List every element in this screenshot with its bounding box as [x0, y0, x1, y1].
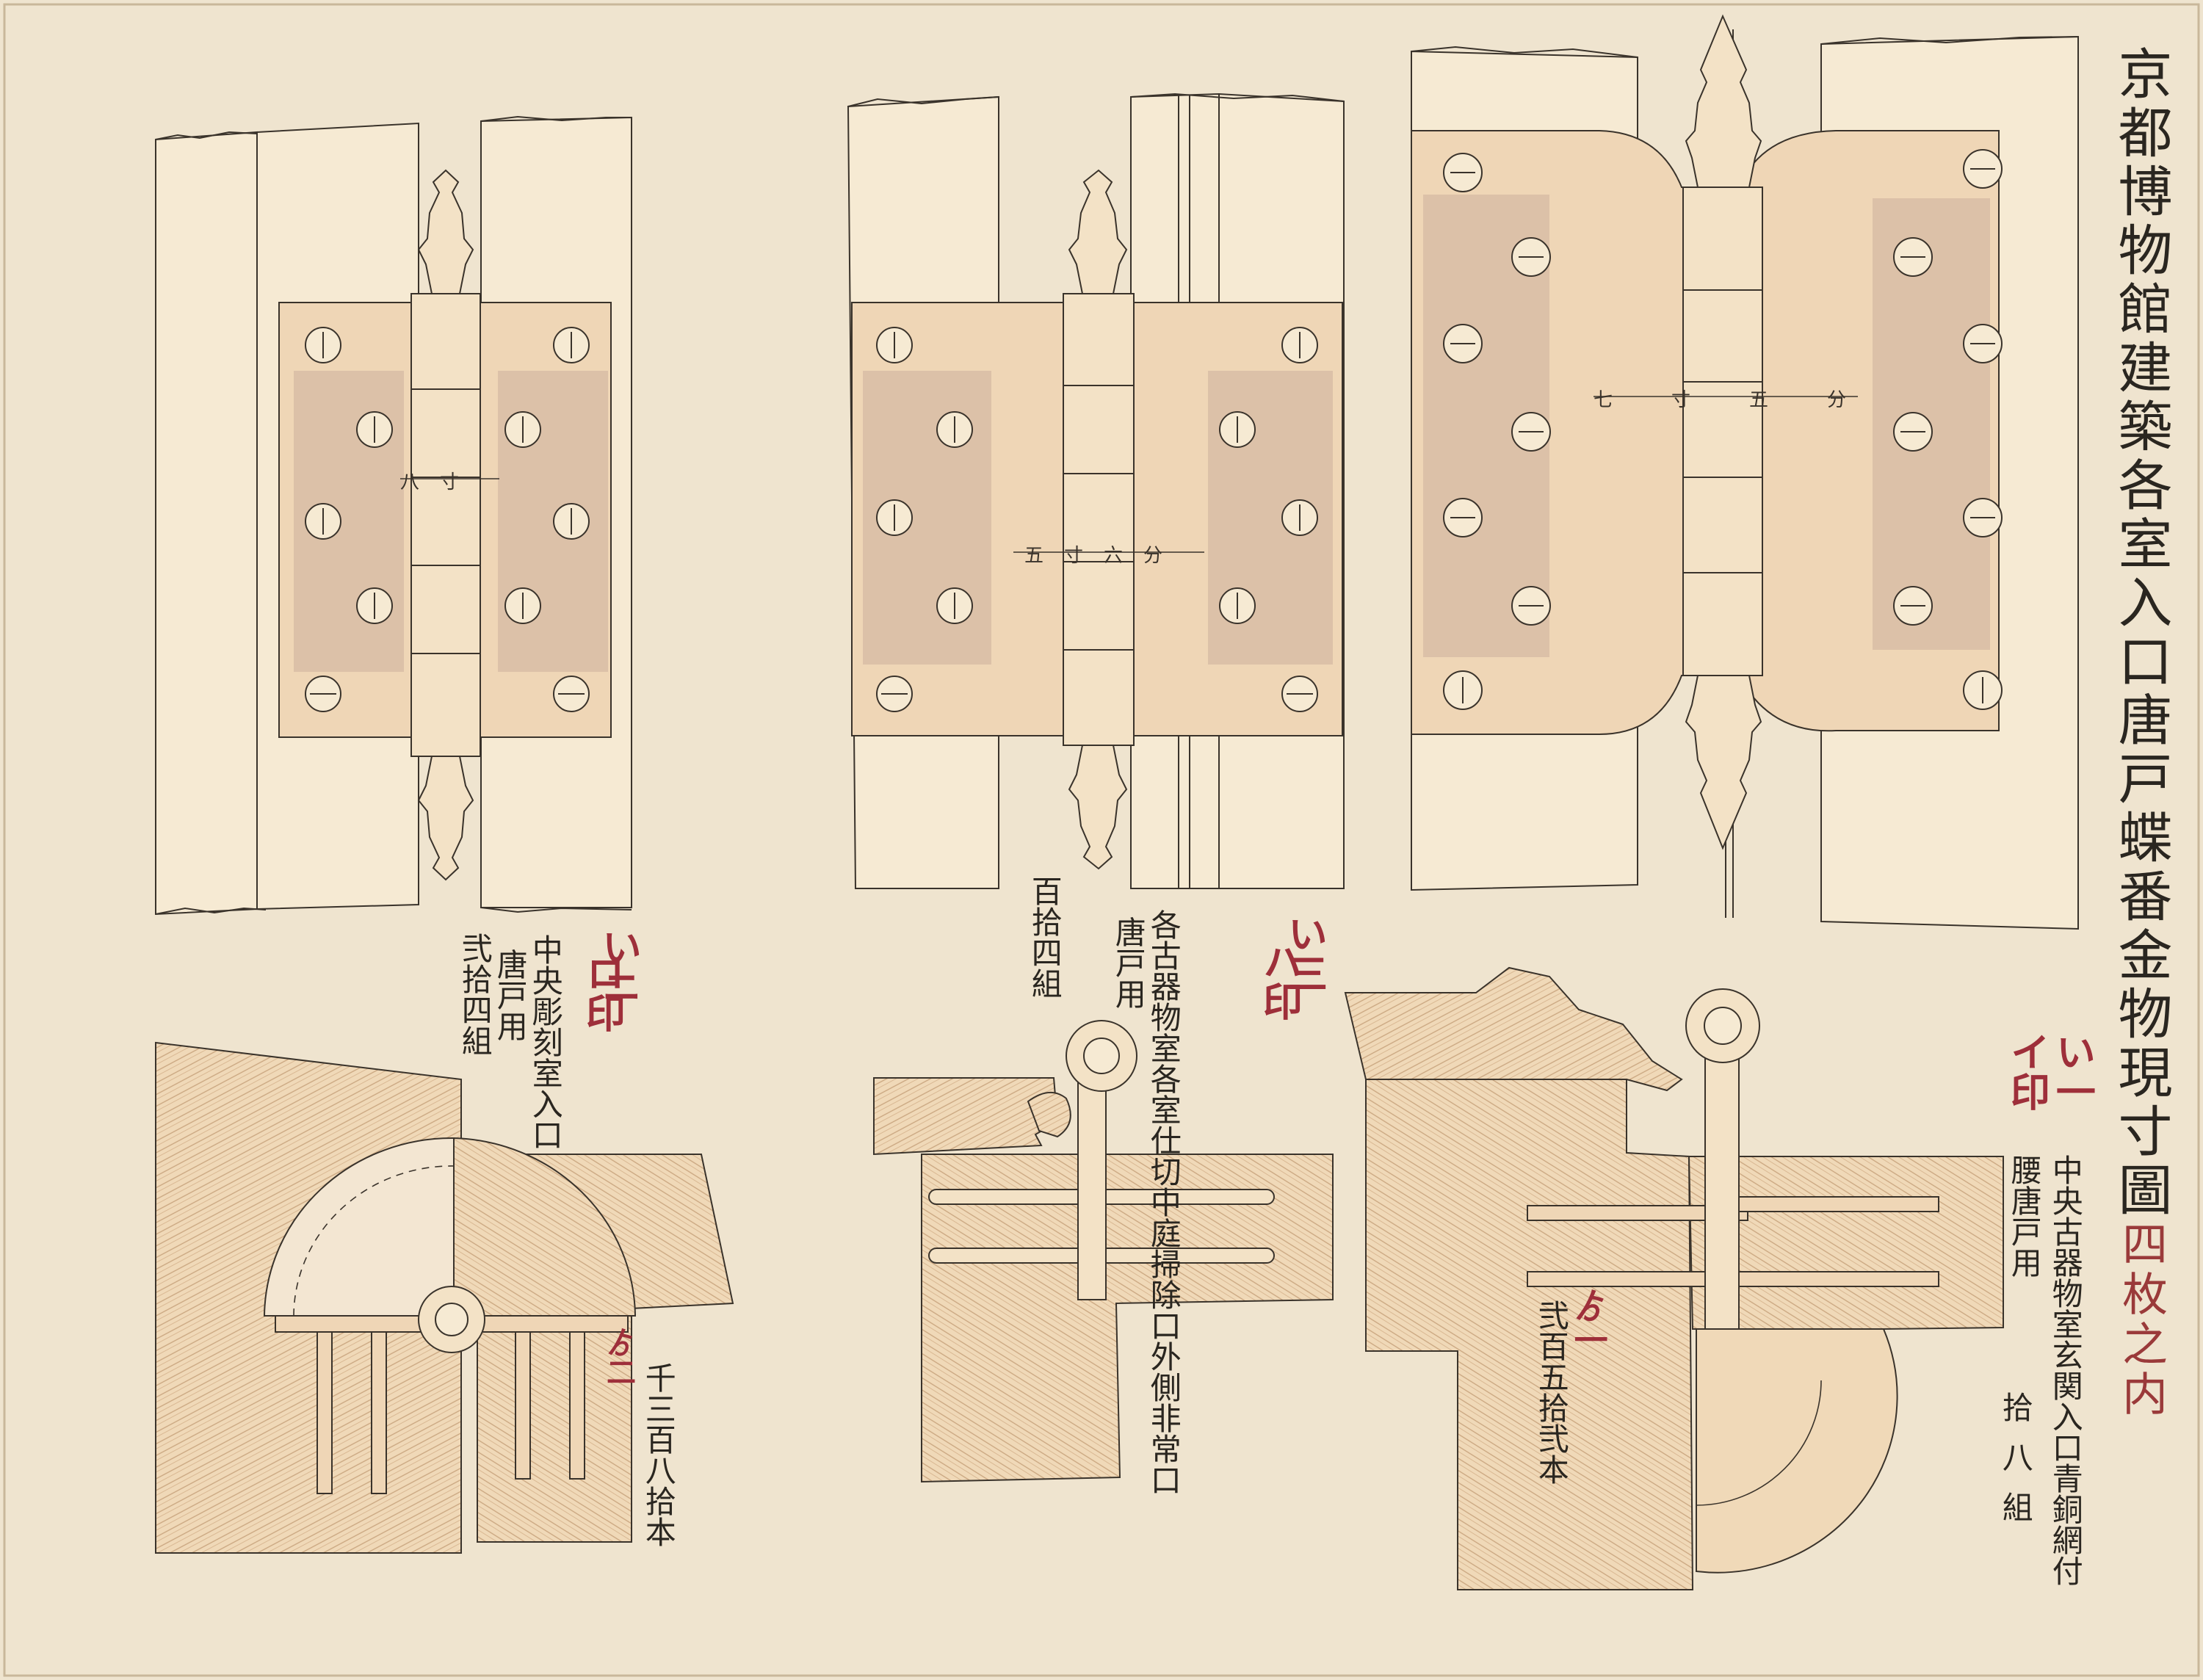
hinge-ro-kana-mark: いニ	[595, 927, 643, 1006]
hinge-i-quantity: 拾八組	[1997, 1391, 2034, 1541]
hinge-ro-screw-count: 千三百八拾本	[640, 1362, 677, 1547]
hinge-i-screw-mark: ゟ一	[1569, 1289, 1609, 1356]
hinge-ha-elevation	[847, 93, 1345, 889]
hinge-ro-section	[155, 1041, 734, 1554]
hinge-ha-dimension: 五寸六分	[1024, 545, 1184, 567]
hinge-i-usage-type: 腰唐戸用	[2006, 1154, 2043, 1278]
sheet-number: 四枚之内	[2114, 1220, 2168, 1420]
hinge-i-dimension: 七寸五分	[1594, 389, 1906, 411]
hinge-ha-usage-type: 唐戸用	[1110, 916, 1147, 1009]
hinge-i-section	[1344, 966, 2004, 1590]
hinge-ro-dimension: 八寸	[400, 471, 480, 493]
hinge-i-elevation	[1411, 14, 2079, 930]
hinge-ro-usage-location: 中央彫刻室入口	[527, 934, 564, 1150]
hinge-ro-screw-mark: ゟ二	[601, 1328, 636, 1386]
hinge-ro-mark: ロ印	[579, 953, 626, 1032]
hinge-ha-usage-location: 各古器物室各室仕切中庭掃除口外側非常口	[1146, 909, 1182, 1495]
drawing-title: 京都博物館建築各室入口唐戸蝶番金物現寸圖四枚之内	[2109, 46, 2172, 1420]
hinge-ha-section	[873, 1020, 1334, 1483]
hinge-i-mark: イ印	[2003, 1032, 2051, 1111]
hinge-ha-mark: ハ印	[1256, 941, 1303, 1021]
hinge-ha-kana-mark: い三	[1281, 913, 1328, 993]
hinge-i-kana-mark: い一	[2049, 1032, 2097, 1111]
hinge-ro-usage-type: 唐戸用	[492, 949, 529, 1041]
hinge-ro-elevation	[155, 115, 632, 916]
hinge-i-usage-location: 中央古器物室玄関入口青銅網付	[2047, 1154, 2084, 1586]
sheet-border	[3, 3, 2200, 1677]
hinge-ha-quantity: 百拾四組	[1027, 875, 1063, 999]
title-main: 京都博物館建築各室入口唐戸蝶番金物現寸圖	[2109, 46, 2172, 1220]
hinge-i-screw-count: 弐百五拾弐本	[1533, 1300, 1570, 1485]
hinge-ro-quantity: 弐拾四組	[457, 933, 493, 1056]
